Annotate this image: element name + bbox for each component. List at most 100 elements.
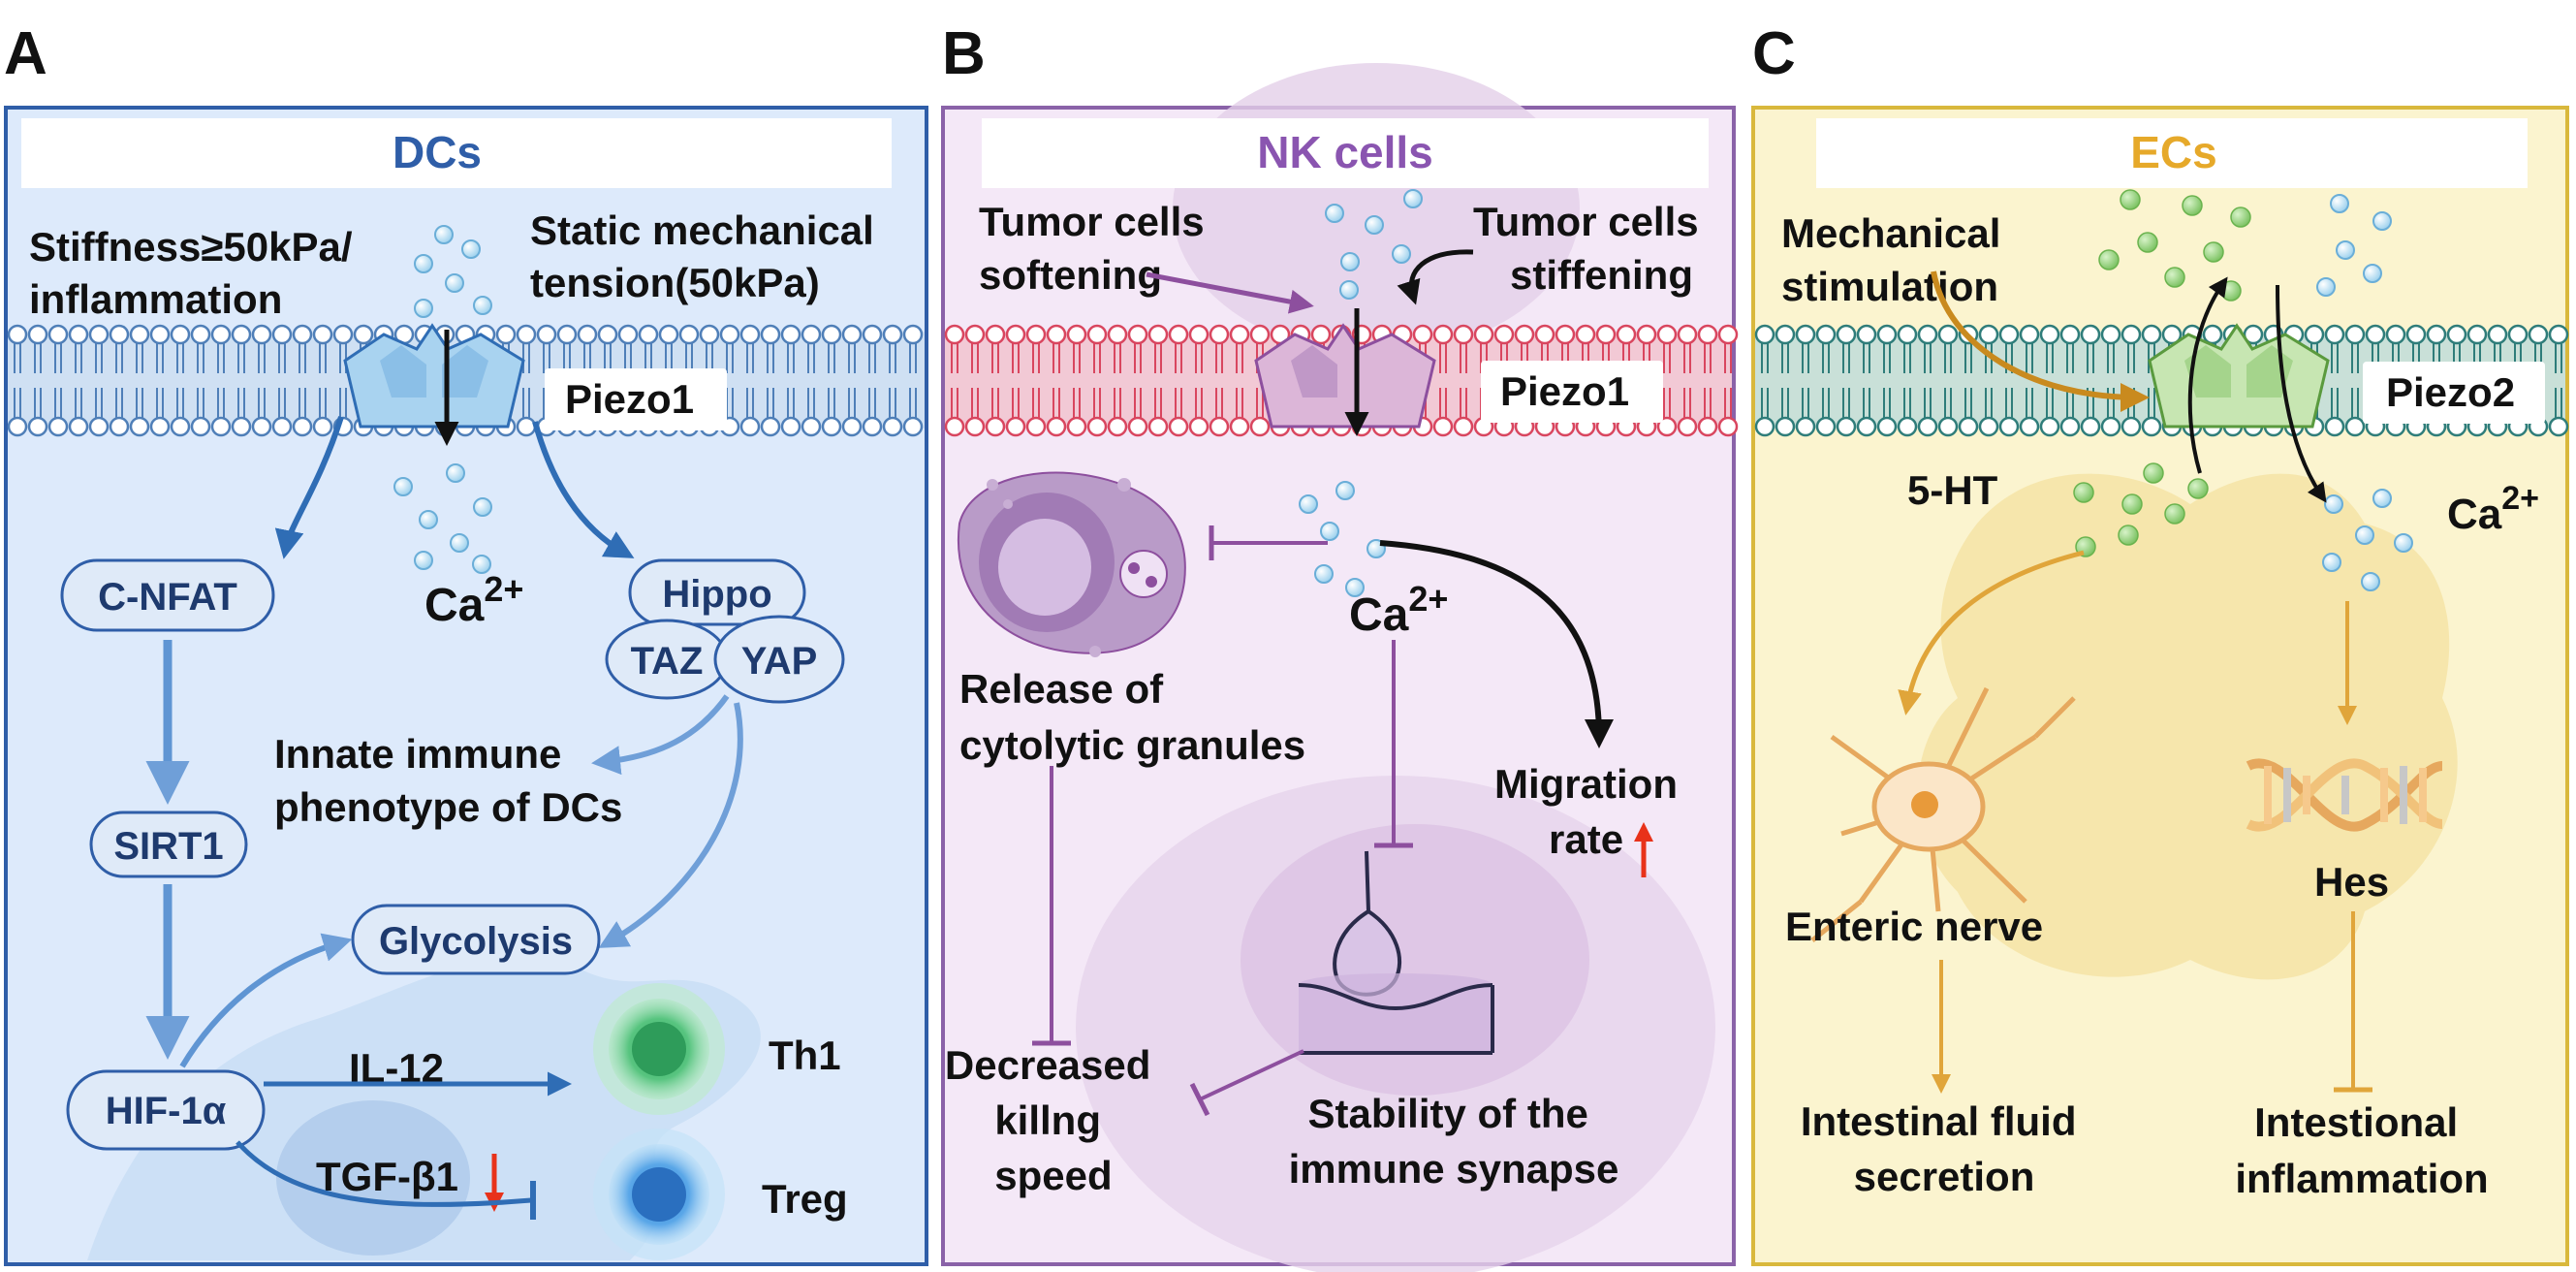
- inflam-label: Intestional inflammation: [2235, 1099, 2488, 1201]
- lipid-head: [1677, 324, 1698, 345]
- lipid-head: [1937, 324, 1959, 345]
- lipid-head: [1147, 416, 1169, 437]
- lipid-head: [1815, 324, 1837, 345]
- calcium-bubbles-a: [393, 225, 492, 574]
- calcium-label-b: Ca2+: [1349, 579, 1448, 641]
- lipid-head: [1432, 416, 1454, 437]
- lipid-head: [1978, 324, 1999, 345]
- granule-cell: [957, 471, 1186, 657]
- lipid-head: [1998, 324, 2020, 345]
- stiffening-label: Tumor cells stiffening: [1473, 199, 1710, 298]
- lipid-head: [658, 324, 679, 345]
- lipid-head: [638, 324, 659, 345]
- piezo2-label-bg: [2363, 362, 2545, 424]
- arrow-5ht-release: [2187, 276, 2228, 474]
- panel-b: B NK cells Piezo1 Tumor cells softening: [941, 20, 1739, 1272]
- arrow-to-cnfat: [274, 416, 344, 559]
- lipid-head: [1636, 324, 1657, 345]
- panel-a-letter: A: [4, 20, 47, 87]
- panel-b-letter: B: [942, 20, 986, 87]
- lipid-head: [109, 324, 130, 345]
- lipid-head: [1412, 324, 1433, 345]
- lipid-head: [2304, 324, 2325, 345]
- lipid-head: [7, 416, 28, 437]
- lipid-head: [88, 324, 110, 345]
- arrow-calcium-influx: [2276, 284, 2327, 503]
- lipid-head: [617, 324, 639, 345]
- stimulus-left-label: Stiffness≥50kPa/ inflammation: [29, 224, 363, 322]
- lipid-head: [210, 324, 232, 345]
- immune-synapse: [1298, 850, 1494, 1055]
- lipid-head: [1046, 416, 1067, 437]
- lipid-head: [2548, 416, 2569, 437]
- arrow-stiffening: [1397, 249, 1474, 305]
- lipid-head: [1066, 416, 1087, 437]
- lipid-head: [312, 324, 333, 345]
- lipid-head: [2039, 416, 2060, 437]
- lipid-head: [1249, 324, 1271, 345]
- enteric-label: Enteric nerve: [1785, 904, 2043, 949]
- lipid-head: [1917, 324, 1938, 345]
- lipid-head: [2080, 324, 2101, 345]
- mech-label: Mechanical stimulation: [1781, 210, 2012, 309]
- lipid-head: [1025, 416, 1047, 437]
- lipid-head: [1005, 416, 1026, 437]
- lipid-head: [780, 324, 801, 345]
- lipid-head: [1897, 416, 1918, 437]
- enteric-neuron: [1810, 686, 2076, 942]
- node-sirt1: SIRT1: [89, 811, 248, 878]
- lipid-head: [1978, 416, 1999, 437]
- lipid-head: [902, 416, 924, 437]
- lipid-head: [985, 416, 1006, 437]
- lipid-head: [678, 324, 700, 345]
- lipid-head: [516, 416, 537, 437]
- lipid-head: [1249, 416, 1271, 437]
- stability-label: Stability of the immune synapse: [1289, 1091, 1619, 1192]
- lipid-head: [577, 324, 598, 345]
- panel-c-letter: C: [1752, 20, 1796, 87]
- piezo1-channel-b: [1254, 323, 1436, 429]
- lipid-head: [251, 324, 272, 345]
- lipid-head: [1209, 324, 1230, 345]
- lipid-head: [129, 324, 150, 345]
- lipid-head: [2548, 324, 2569, 345]
- lipid-head: [862, 324, 883, 345]
- lipid-head: [597, 324, 618, 345]
- lipid-head: [1897, 324, 1918, 345]
- lipid-head: [292, 324, 313, 345]
- lipid-head: [88, 416, 110, 437]
- lipid-head: [190, 416, 211, 437]
- node-cnfat: C-NFAT: [60, 558, 275, 632]
- arrow-yap-glycolysis: [598, 702, 743, 948]
- lipid-head: [149, 416, 171, 437]
- lipid-head: [1815, 416, 1837, 437]
- serotonin-label: 5-HT: [1907, 467, 1998, 513]
- th1-label: Th1: [769, 1033, 841, 1078]
- lipid-head: [964, 416, 986, 437]
- lipid-head: [1188, 324, 1209, 345]
- lipid-head: [902, 324, 924, 345]
- lipid-head: [1917, 416, 1938, 437]
- lipid-head: [2405, 324, 2427, 345]
- lipid-head: [68, 416, 89, 437]
- lipid-head: [2059, 324, 2081, 345]
- lipid-head: [1209, 416, 1230, 437]
- lipid-head: [1616, 324, 1637, 345]
- lipid-head: [1229, 416, 1250, 437]
- lipid-head: [516, 324, 537, 345]
- lipid-head: [1453, 416, 1474, 437]
- calcium-bubbles-b: [1299, 189, 1423, 597]
- lipid-head: [2059, 416, 2081, 437]
- lipid-head: [210, 416, 232, 437]
- lipid-head: [841, 324, 863, 345]
- piezo1-label-a: Piezo1: [565, 376, 694, 422]
- piezo1-channel-a: [343, 323, 525, 429]
- lipid-head: [2446, 324, 2467, 345]
- lipid-head: [1066, 324, 1087, 345]
- lipid-head: [251, 416, 272, 437]
- lipid-head: [2141, 416, 2162, 437]
- panel-a-title-bar: [21, 118, 892, 188]
- lipid-head: [1836, 324, 1857, 345]
- lipid-head: [1168, 416, 1189, 437]
- lipid-head: [944, 416, 965, 437]
